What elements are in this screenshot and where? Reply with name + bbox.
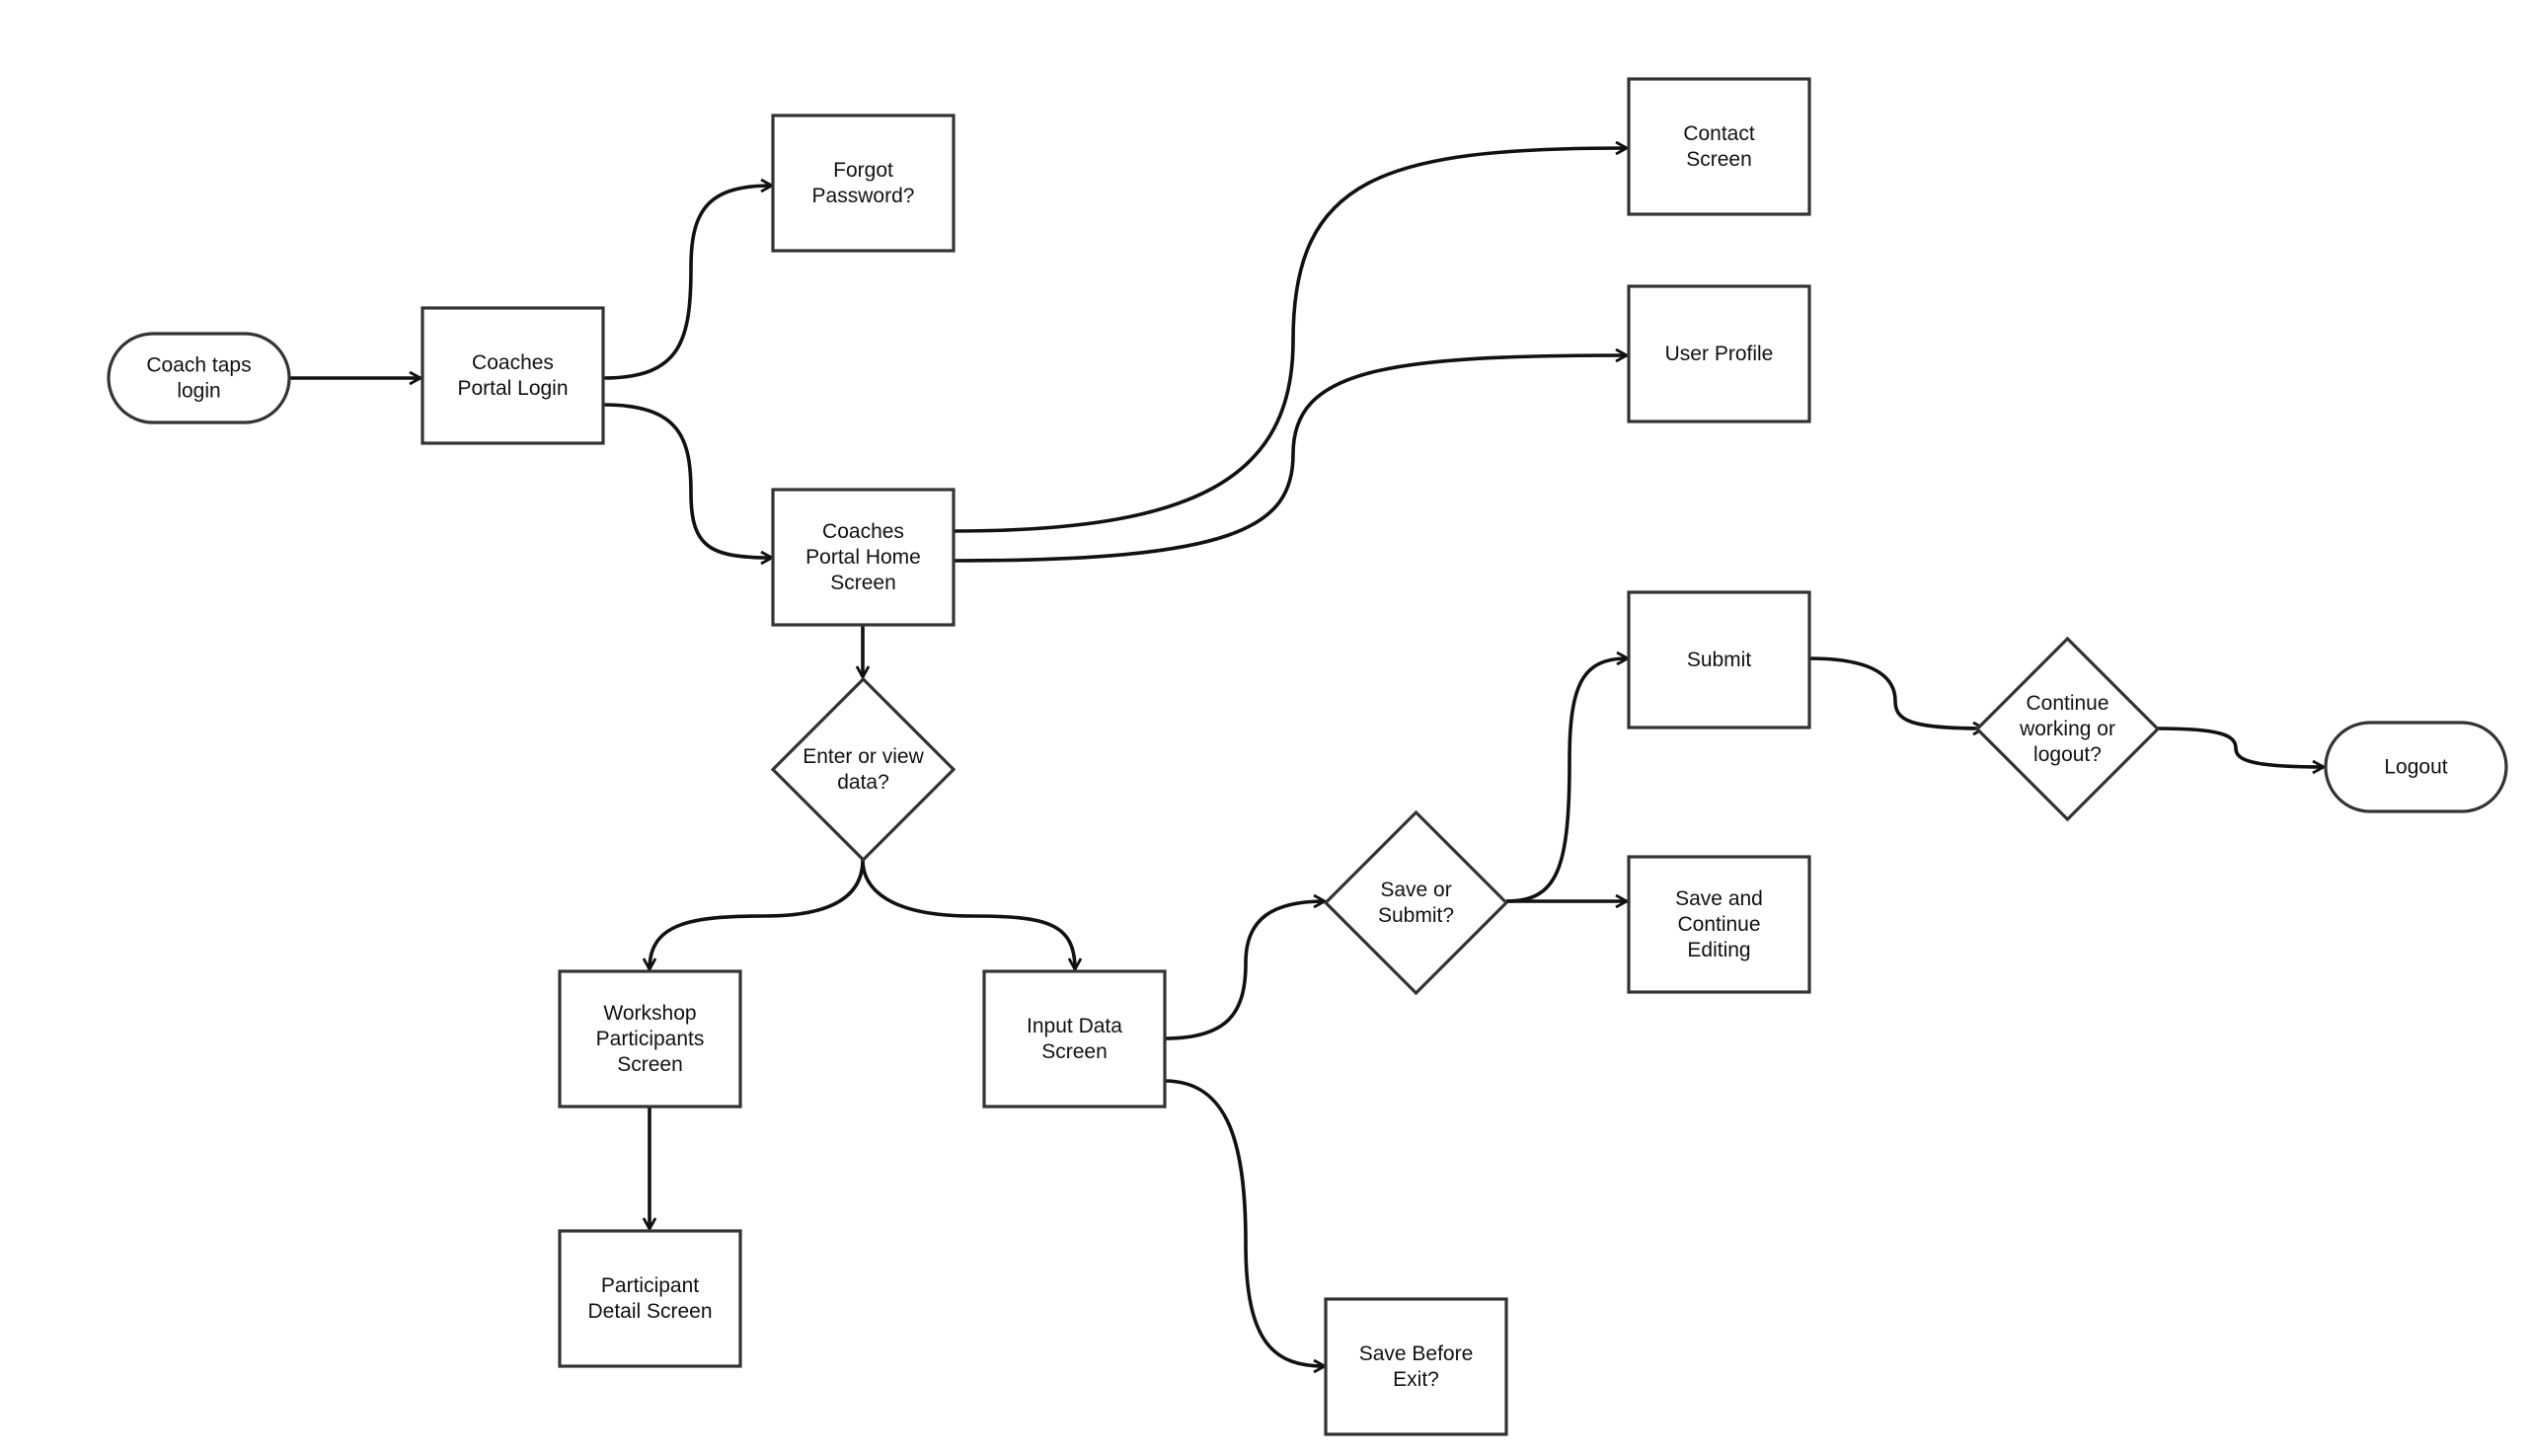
node-label-line: Participant — [601, 1274, 699, 1297]
node-label-line: User Profile — [1665, 343, 1774, 365]
edge-submit-to-continue-or-logout — [1808, 656, 1984, 728]
process-box — [982, 969, 1167, 1109]
edge-home-screen-to-user-profile — [953, 355, 1627, 563]
edge-enter-or-view-to-workshop-participants — [650, 859, 865, 969]
edge-portal-login-to-home-screen — [602, 403, 772, 558]
process-box — [1627, 77, 1811, 216]
decision-diamond — [770, 676, 957, 863]
node-label-line: Contact — [1683, 122, 1755, 145]
node-label-line: working or — [2019, 718, 2115, 740]
node-label-line: Workshop — [603, 1002, 696, 1025]
edge-continue-or-logout-to-logout — [2157, 727, 2324, 767]
node-label-line: Forgot — [833, 159, 893, 182]
node-label-line: login — [177, 380, 220, 403]
node-label-line: Screen — [617, 1053, 683, 1076]
process-box — [1627, 590, 1811, 729]
decision-diamond — [1974, 636, 2161, 822]
node-label-line: Save or — [1380, 879, 1451, 901]
edge-save-or-submit-to-submit — [1505, 658, 1628, 903]
node-label-line: Editing — [1687, 939, 1750, 961]
node-label-line: logout? — [2033, 743, 2102, 766]
process-box — [1627, 284, 1811, 423]
node-enter-or-view: Enter or view data? — [770, 676, 957, 863]
edge-input-data-to-save-before-exit — [1164, 1079, 1325, 1366]
node-submit: Submit — [1627, 590, 1811, 729]
decision-diamond — [1323, 809, 1509, 996]
process-box — [1627, 855, 1811, 994]
edge-home-screen-to-contact-screen — [953, 148, 1627, 533]
node-label-line: Coaches — [822, 520, 904, 543]
node-label-line: data? — [837, 771, 889, 794]
node-label-line: Screen — [1686, 148, 1752, 171]
node-label-line: Enter or view — [803, 745, 924, 768]
process-box — [771, 114, 956, 253]
node-label-line: Save and — [1675, 887, 1763, 910]
process-box — [558, 1229, 742, 1368]
node-label-line: Exit? — [1393, 1368, 1439, 1391]
node-label-line: Coach taps — [146, 354, 251, 377]
edge-input-data-to-save-or-submit — [1164, 901, 1325, 1040]
node-label-line: Detail Screen — [587, 1300, 712, 1323]
terminal-pill — [2324, 721, 2508, 813]
node-label-line: Submit — [1687, 649, 1752, 671]
node-label-line: Screen — [830, 572, 896, 594]
process-box — [771, 488, 956, 627]
terminal-pill — [107, 332, 291, 424]
process-box — [558, 969, 742, 1109]
node-save-or-submit: Save or Submit? — [1323, 809, 1509, 996]
node-label-line: Coaches — [472, 351, 554, 374]
node-label-line: Participants — [596, 1028, 705, 1050]
node-label-line: Input Data — [1027, 1015, 1122, 1037]
node-label-line: Screen — [1041, 1040, 1108, 1063]
process-box — [421, 306, 605, 445]
edges-layer — [289, 148, 2324, 1366]
node-label-line: Portal Login — [457, 377, 568, 400]
node-logout: Logout — [2324, 721, 2508, 813]
node-label-line: Portal Home — [805, 546, 921, 569]
node-label-line: Submit? — [1378, 904, 1454, 927]
node-coach-taps-login: Coach taps login — [107, 332, 291, 424]
node-continue-or-logout: Continue working or logout? — [1974, 636, 2161, 822]
node-label-line: Password? — [812, 185, 915, 207]
edge-portal-login-to-forgot-password — [602, 186, 772, 380]
node-user-profile: User Profile — [1627, 284, 1811, 423]
node-label-line: Logout — [2384, 756, 2447, 779]
node-label-line: Save Before — [1359, 1342, 1474, 1365]
process-box — [1324, 1297, 1508, 1436]
node-label-line: Continue — [1677, 913, 1760, 936]
node-label-line: Continue — [2026, 692, 2108, 715]
edge-enter-or-view-to-input-data — [861, 859, 1075, 969]
